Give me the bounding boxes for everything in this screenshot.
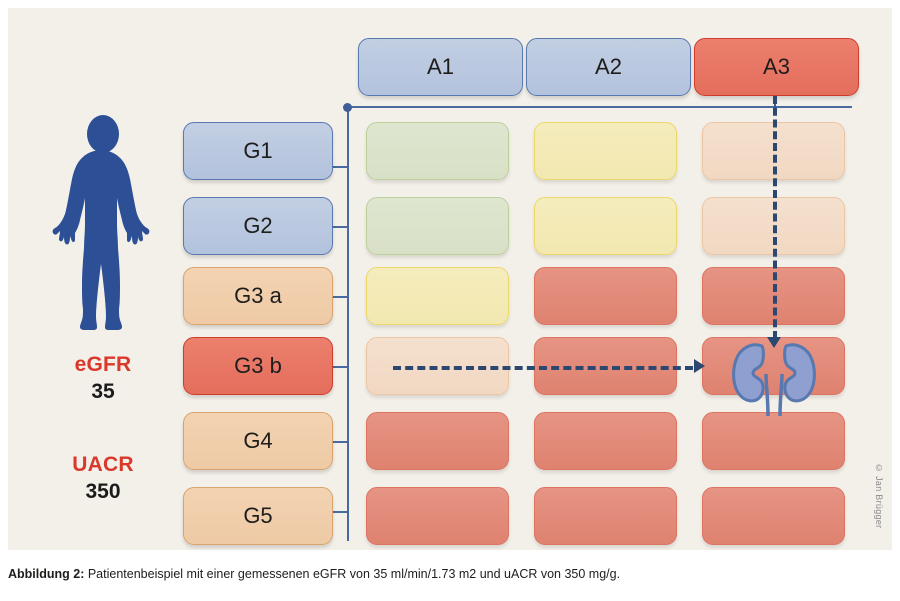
row-tick-g5 [328, 511, 348, 513]
risk-cell-g4-a2[interactable] [534, 412, 677, 470]
row-header-g1[interactable]: G1 [183, 122, 333, 180]
risk-cell-g3a-a2[interactable] [534, 267, 677, 325]
human-body-silhouette-icon [38, 112, 168, 357]
figure-caption-label: Abbildung 2: [8, 567, 85, 581]
row-tick-g1 [328, 166, 348, 168]
risk-cell-g3a-a1[interactable] [366, 267, 509, 325]
vertical-arrowhead-icon [767, 337, 781, 348]
axis-horizontal [347, 106, 852, 108]
measurement-egfr: eGFR 35 [28, 352, 178, 406]
measurement-uacr-value: 350 [85, 480, 121, 503]
figure-panel: eGFR 35 UACR 350 A1 A2 A3 G1 [8, 8, 892, 550]
column-header-a2[interactable]: A2 [526, 38, 691, 96]
image-credit: © Jan Brügger [874, 463, 884, 529]
column-header-a1-label: A1 [427, 54, 454, 79]
column-header-a3[interactable]: A3 [694, 38, 859, 96]
horizontal-dashed-arrow-line [393, 366, 693, 370]
measurement-egfr-value: 35 [91, 380, 115, 403]
figure-caption: Abbildung 2: Patientenbeispiel mit einer… [8, 566, 888, 582]
row-tick-g2 [328, 226, 348, 228]
row-header-g5-label: G5 [243, 503, 273, 528]
row-tick-g3a [328, 296, 348, 298]
row-tick-g4 [328, 441, 348, 443]
risk-cell-g5-a2[interactable] [534, 487, 677, 545]
risk-cell-g5-a3[interactable] [702, 487, 845, 545]
risk-cell-g4-a3[interactable] [702, 412, 845, 470]
row-header-g2[interactable]: G2 [183, 197, 333, 255]
figure-caption-text: Patientenbeispiel mit einer gemessenen e… [84, 567, 621, 581]
horizontal-arrowhead-icon [694, 359, 705, 373]
row-header-g5[interactable]: G5 [183, 487, 333, 545]
axis-vertical [347, 107, 349, 541]
risk-cell-g5-a1[interactable] [366, 487, 509, 545]
row-header-g3b-label: G3 b [234, 353, 282, 378]
measurement-uacr-key: UACR [72, 453, 134, 476]
risk-cell-g2-a2[interactable] [534, 197, 677, 255]
measurement-uacr: UACR 350 [28, 452, 178, 506]
row-tick-g3b [328, 366, 348, 368]
column-header-a3-label: A3 [763, 54, 790, 79]
axis-origin-dot [343, 103, 352, 112]
risk-cell-g4-a1[interactable] [366, 412, 509, 470]
row-header-g4-label: G4 [243, 428, 273, 453]
row-header-g3b[interactable]: G3 b [183, 337, 333, 395]
risk-cell-g2-a1[interactable] [366, 197, 509, 255]
row-header-g1-label: G1 [243, 138, 273, 163]
risk-cell-g1-a1[interactable] [366, 122, 509, 180]
kidneys-icon [722, 338, 826, 418]
measurement-egfr-key: eGFR [74, 353, 132, 376]
row-header-g3a[interactable]: G3 a [183, 267, 333, 325]
row-header-g4[interactable]: G4 [183, 412, 333, 470]
risk-cell-g1-a2[interactable] [534, 122, 677, 180]
column-header-a1[interactable]: A1 [358, 38, 523, 96]
row-header-g2-label: G2 [243, 213, 273, 238]
vertical-dashed-arrow-line [773, 96, 777, 339]
row-header-g3a-label: G3 a [234, 283, 282, 308]
column-header-a2-label: A2 [595, 54, 622, 79]
